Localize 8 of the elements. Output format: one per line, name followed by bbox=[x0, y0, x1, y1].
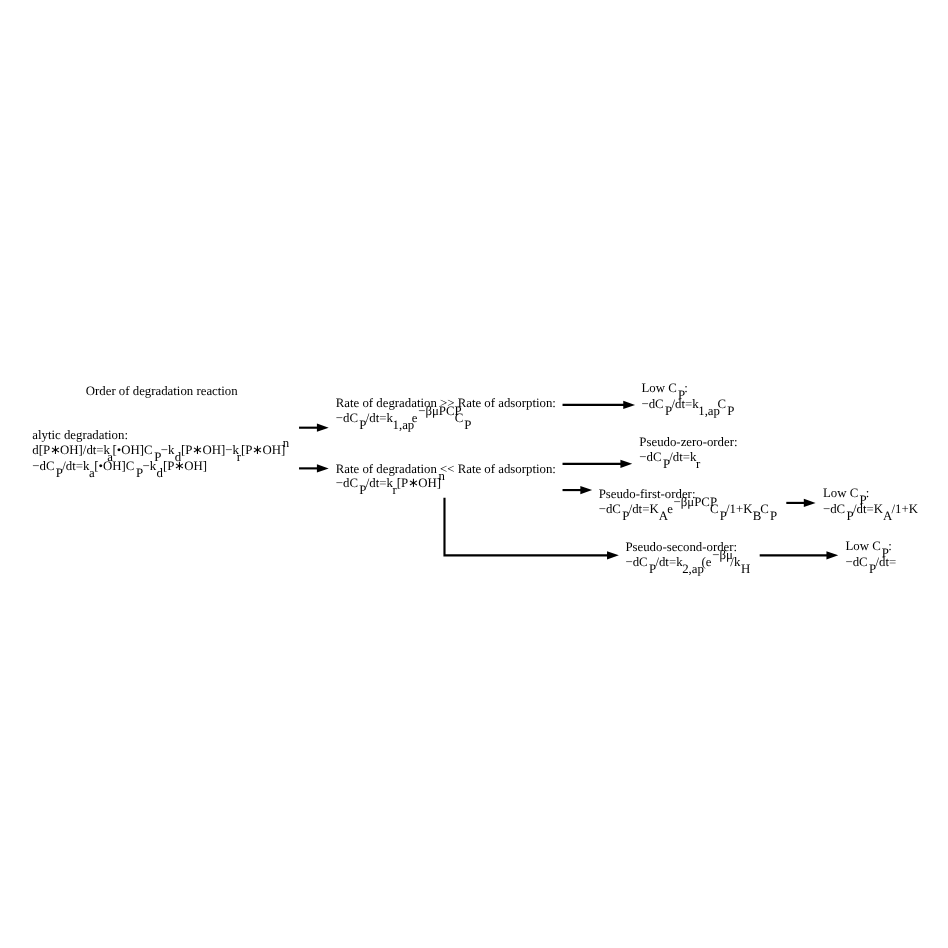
arrow bbox=[298, 423, 328, 432]
arrow bbox=[298, 464, 328, 473]
arrow bbox=[561, 459, 632, 468]
arrow bbox=[785, 498, 815, 508]
arrow bbox=[561, 400, 635, 410]
arrow bbox=[561, 485, 592, 495]
arrow bbox=[442, 497, 618, 560]
arrow bbox=[758, 551, 838, 560]
